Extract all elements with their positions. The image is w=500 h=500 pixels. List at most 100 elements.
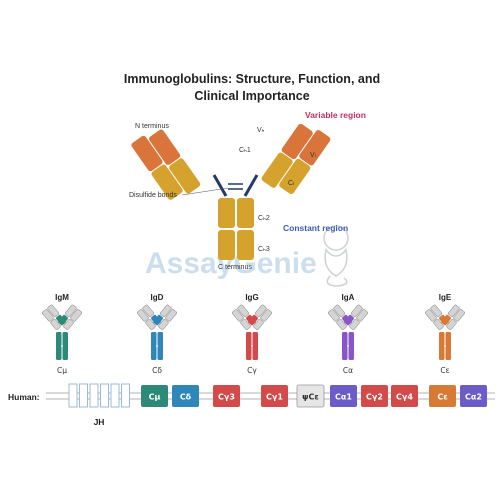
- figure-title-line-1: Immunoglobulins: Structure, Function, an…: [124, 72, 380, 86]
- right-ch2-domain: [237, 198, 254, 228]
- gene-segment: Cγ3: [213, 385, 240, 407]
- isotype-heavy-chain-right: [348, 332, 354, 360]
- isotype-chain-label: Cμ: [57, 366, 67, 375]
- gene-segment: Cγ1: [261, 385, 288, 407]
- gene-segment: ψCε: [296, 384, 325, 408]
- ch1-label: Cₕ1: [239, 147, 251, 154]
- isotype-chain-label: Cδ: [152, 366, 162, 375]
- right-heavy-ch1-domain: [261, 152, 293, 188]
- antibody-structure: N terminus Vₕ Cₕ1 Vₗ Cₗ Disulfide bonds …: [129, 110, 366, 271]
- gene-box: [296, 384, 325, 408]
- isotype-right-arm: [248, 304, 272, 330]
- right-light-constant-domain: [279, 158, 311, 195]
- isotype-igd: IgD Cδ: [137, 293, 177, 375]
- gene-label: Cα1: [335, 393, 352, 402]
- gene-segment: Cμ: [141, 385, 168, 407]
- gene-label: Cα2: [465, 393, 482, 402]
- isotype-heavy-chain-right: [445, 332, 451, 360]
- isotype-name: IgG: [245, 293, 258, 302]
- gene-box: [172, 385, 199, 407]
- left-heavy-variable-domain: [149, 129, 181, 165]
- n-terminus-label: N terminus: [135, 123, 169, 130]
- figure-title-line-2: Clinical Importance: [194, 89, 309, 103]
- variable-region-label: Variable region: [305, 110, 366, 120]
- genie-mascot-icon: [323, 225, 349, 287]
- right-fab-arm: [261, 123, 331, 195]
- vh-label: Vₕ: [257, 127, 265, 134]
- isotype-chain-label: Cγ: [247, 366, 257, 375]
- left-fab-arm: [131, 129, 201, 200]
- jh-segment: [89, 383, 99, 408]
- jh-label: JH: [94, 417, 105, 427]
- gene-box: [460, 385, 487, 407]
- gene-box: [330, 385, 357, 407]
- gene-box: [429, 385, 456, 407]
- gene-segment: Cα1: [330, 385, 357, 407]
- gene-label: Cγ2: [366, 393, 383, 402]
- constant-region-label: Constant region: [283, 223, 348, 233]
- hinge-region: [212, 174, 259, 197]
- jh-segment: [79, 383, 88, 408]
- gene-segment: Cγ2: [361, 385, 388, 407]
- isotype-name: IgE: [439, 293, 452, 302]
- right-light-variable-domain: [299, 130, 331, 166]
- c-terminus-label: C terminus: [218, 264, 252, 271]
- species-label: Human:: [8, 392, 40, 402]
- isotype-heavy-chain-left: [151, 332, 157, 360]
- heavy-chain-locus: Human: JH Cμ Cδ Cγ3 Cγ1 ψCε Cα1 Cγ2 Cγ4 Cε Cα2: [8, 383, 495, 427]
- right-heavy-variable-domain: [281, 123, 313, 160]
- right-ch3-domain: [237, 230, 254, 260]
- gene-label: Cγ1: [266, 393, 283, 402]
- isotype-ige: IgE Cε: [425, 293, 465, 375]
- isotype-left-arm: [328, 304, 352, 330]
- isotype-name: IgD: [151, 293, 164, 302]
- gene-box: [391, 385, 418, 407]
- jh-segment: [110, 383, 120, 408]
- isotype-left-arm: [232, 304, 256, 330]
- isotype-igm: IgM Cμ: [42, 293, 82, 375]
- isotype-right-arm: [153, 304, 177, 330]
- left-ch2-domain: [218, 198, 235, 228]
- gene-label: Cδ: [180, 393, 192, 402]
- isotype-chain-label: Cε: [440, 366, 449, 375]
- fc-region: [218, 198, 254, 260]
- left-light-variable-domain: [131, 135, 163, 172]
- left-ch3-domain: [218, 230, 235, 260]
- gene-box: [213, 385, 240, 407]
- gene-label: Cε: [437, 393, 447, 402]
- jh-segment: [100, 383, 109, 408]
- isotype-heavy-chain-right: [252, 332, 258, 360]
- ch2-label: Cₕ2: [258, 215, 270, 222]
- cl-label: Cₗ: [288, 180, 294, 187]
- isotype-name: IgA: [342, 293, 355, 302]
- gene-segment: Cα2: [460, 385, 487, 407]
- isotype-right-arm: [441, 304, 465, 330]
- gene-segment: Cδ: [172, 385, 199, 407]
- isotype-heavy-chain-right: [62, 332, 68, 360]
- jh-segment: [68, 383, 78, 408]
- isotype-heavy-chain-right: [157, 332, 163, 360]
- gene-box: [261, 385, 288, 407]
- isotype-name: IgM: [55, 293, 69, 302]
- left-light-constant-domain: [151, 164, 183, 200]
- jh-segments: [68, 383, 130, 408]
- isotype-heavy-chain-left: [56, 332, 62, 360]
- isotype-heavy-chain-left: [439, 332, 445, 360]
- isotype-right-arm: [58, 304, 82, 330]
- isotype-heavy-chain-left: [246, 332, 252, 360]
- gene-label: ψCε: [302, 393, 319, 402]
- ch3-label: Cₕ3: [258, 246, 270, 253]
- constant-gene-segments: Cμ Cδ Cγ3 Cγ1 ψCε Cα1 Cγ2 Cγ4 Cε Cα2: [141, 384, 487, 408]
- disulfide-leader-line: [181, 187, 229, 196]
- gene-label: Cμ: [149, 393, 161, 402]
- gene-label: Cγ3: [218, 393, 235, 402]
- gene-box: [141, 385, 168, 407]
- gene-segment: Cε: [429, 385, 456, 407]
- gene-label: Cγ4: [396, 393, 413, 402]
- isotype-igg: IgG Cγ: [232, 293, 272, 375]
- gene-segment: Cγ4: [391, 385, 418, 407]
- jh-segment: [121, 383, 130, 408]
